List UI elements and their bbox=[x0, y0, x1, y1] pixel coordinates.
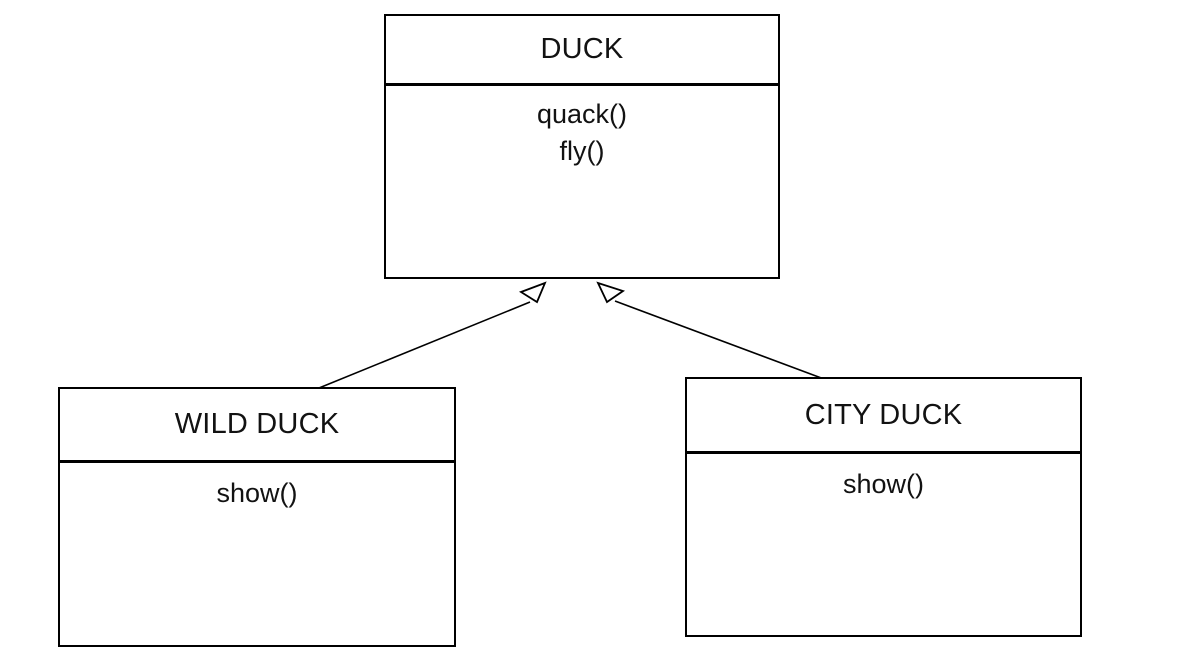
method-item: show() bbox=[842, 469, 924, 499]
method-item: show() bbox=[216, 478, 298, 508]
class-header-wild-duck: WILD DUCK bbox=[60, 389, 454, 463]
class-box-duck[interactable]: DUCK quack() fly() bbox=[384, 14, 780, 279]
class-name-city-duck: CITY DUCK bbox=[804, 398, 963, 431]
class-methods-city-duck: show() bbox=[687, 454, 1080, 504]
hollow-triangle-arrowhead-wild-duck bbox=[518, 281, 547, 304]
generalization-line-wild-duck bbox=[318, 301, 531, 389]
class-name-duck: DUCK bbox=[540, 33, 624, 65]
method-item: quack() bbox=[536, 99, 628, 129]
class-header-duck: DUCK bbox=[386, 16, 778, 86]
generalization-city-duck-to-duck[interactable] bbox=[596, 281, 825, 380]
relationship-layer bbox=[318, 281, 825, 389]
class-methods-wild-duck: show() bbox=[60, 463, 454, 513]
class-box-city-duck[interactable]: CITY DUCK show() bbox=[685, 377, 1082, 637]
hollow-triangle-arrowhead-city-duck bbox=[596, 281, 626, 304]
class-methods-duck: quack() fly() bbox=[386, 86, 778, 171]
generalization-line-city-duck bbox=[614, 300, 825, 380]
diagram-canvas: DUCK quack() fly() WILD DUCK show() CITY… bbox=[58, 14, 1082, 647]
method-item: fly() bbox=[559, 136, 605, 167]
class-name-wild-duck: WILD DUCK bbox=[174, 408, 340, 440]
class-box-wild-duck[interactable]: WILD DUCK show() bbox=[58, 387, 456, 647]
class-header-city-duck: CITY DUCK bbox=[687, 379, 1080, 454]
generalization-wild-duck-to-duck[interactable] bbox=[318, 281, 547, 389]
